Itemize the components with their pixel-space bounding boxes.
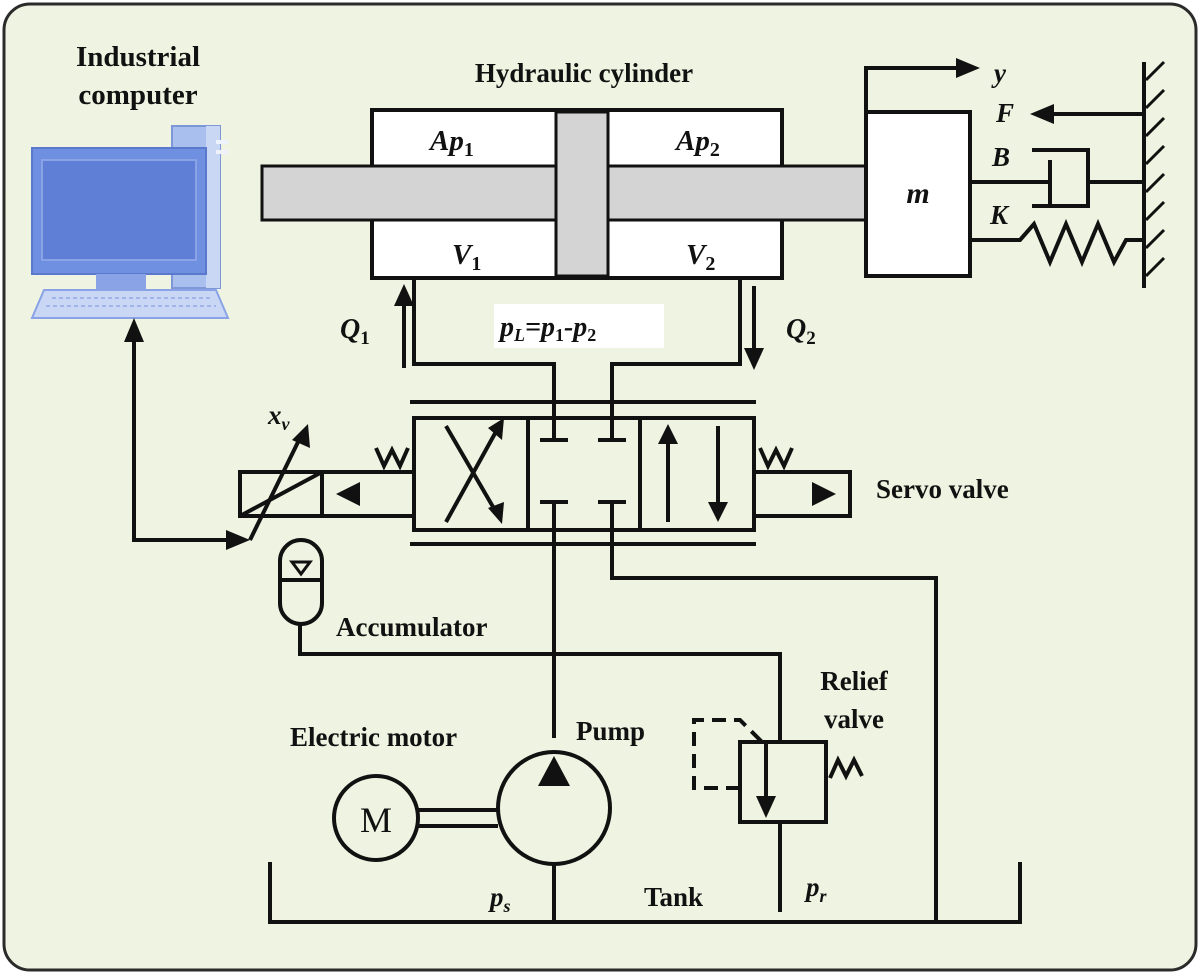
mass-block: [864, 110, 972, 278]
spool-displacement-label: xv: [267, 400, 291, 434]
volume2-label: V2: [686, 239, 715, 275]
fixed-wall-icon: [1142, 60, 1166, 288]
hydraulic-cylinder-label: Hydraulic cylinder: [475, 58, 693, 88]
tank-label: Tank: [644, 882, 703, 912]
supply-pressure-label: ps: [488, 882, 511, 916]
accumulator-icon: [278, 538, 324, 626]
line-a: [412, 278, 556, 434]
relief-valve-icon: [692, 718, 864, 912]
flow1-label: Q1: [340, 314, 370, 349]
pump-label: Pump: [576, 716, 645, 746]
computer-label-line2: computer: [78, 79, 197, 111]
electric-motor-label: Electric motor: [290, 722, 457, 752]
flow2-label: Q2: [786, 314, 816, 349]
damping-label: B: [991, 142, 1010, 172]
spool-displacement-arrow: [248, 437, 302, 541]
servo-valve: [238, 400, 852, 546]
stiffness-label: K: [989, 200, 1010, 230]
force-label: F: [995, 98, 1014, 128]
mass-label: m: [906, 177, 929, 210]
spring-icon: [970, 218, 1144, 268]
return-line: [610, 530, 938, 920]
line-b: [610, 278, 742, 434]
load-pressure-label: pL=p1-p2: [498, 312, 596, 345]
damper-icon: [970, 148, 1144, 208]
signal-arrowhead-right: [226, 530, 250, 550]
accumulator-label: Accumulator: [336, 612, 487, 642]
servo-valve-label: Servo valve: [876, 474, 1009, 504]
load-pressure-box: [494, 304, 664, 348]
chamber1-area-label: Ap1: [428, 125, 474, 161]
accumulator-line: [298, 624, 782, 740]
electric-motor-icon: [332, 774, 420, 862]
computer-signal-line: [132, 330, 238, 542]
relief-valve-label-line1: Relief: [820, 666, 888, 696]
industrial-computer-icon: [30, 125, 230, 319]
relief-valve-label-line2: valve: [824, 704, 884, 734]
chamber2-area-label: Ap2: [674, 125, 720, 161]
tank-outline: [268, 862, 1022, 924]
volume1-label: V1: [452, 239, 481, 275]
displacement-label: y: [991, 58, 1007, 88]
return-pressure-label: pr: [804, 872, 828, 906]
signal-arrowhead-up: [124, 318, 144, 342]
displacement-arrow: [864, 66, 966, 110]
motor-symbol: M: [360, 800, 392, 840]
piston: [554, 110, 610, 278]
computer-label-line1: Industrial: [76, 41, 200, 73]
